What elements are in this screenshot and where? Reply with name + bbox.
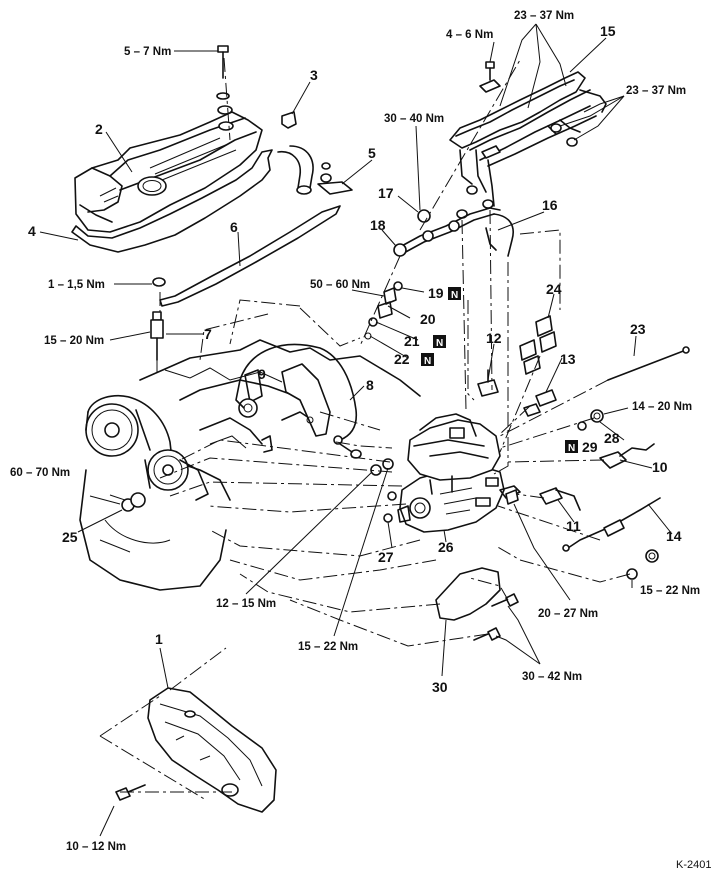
new-marker-29-text: N: [568, 443, 575, 454]
pump-mount-nuts: [339, 443, 394, 476]
accelerator-cable: [235, 343, 358, 445]
torque-23-37-top: 23 – 37 Nm: [514, 10, 574, 22]
new-marker-21-text: N: [436, 338, 443, 349]
cover-nut: [152, 277, 166, 287]
torque-10-12: 10 – 12 Nm: [66, 841, 126, 853]
label-part-20: 20: [420, 311, 436, 327]
new-marker-22: [421, 353, 434, 366]
label-part-16: 16: [542, 197, 558, 213]
torque-12-15: 12 – 15 Nm: [216, 598, 276, 610]
torque-60-70: 60 – 70 Nm: [10, 467, 70, 479]
gasket-strip: [159, 205, 341, 307]
accelerator-bracket: [281, 363, 331, 437]
callout-leaders: [39, 23, 673, 837]
label-part-17: 17: [378, 185, 394, 201]
breather-hose: [277, 145, 353, 195]
banjo-bolt: [505, 489, 519, 505]
label-part-28: 28: [604, 430, 620, 446]
label-part-10: 10: [652, 459, 668, 475]
label-part-1: 1: [155, 631, 163, 647]
cable-nuts: [626, 549, 659, 580]
label-part-8: 8: [366, 377, 374, 393]
torque-15-22-mid: 15 – 22 Nm: [298, 641, 358, 653]
label-part-15: 15: [600, 23, 616, 39]
assembly-guide-lines: [99, 57, 631, 801]
timing-belt-pulleys: [85, 394, 209, 501]
label-part-12: 12: [486, 330, 502, 346]
new-marker-19: [448, 287, 461, 300]
injection-pump: [387, 413, 521, 533]
pump-bracket: [435, 567, 501, 621]
torque-30-42: 30 – 42 Nm: [522, 671, 582, 683]
new-marker-22-text: N: [424, 356, 431, 367]
label-part-4: 4: [28, 223, 36, 239]
label-part-11: 11: [566, 518, 581, 534]
control-rod: [607, 349, 687, 381]
label-part-21: 21: [404, 333, 420, 349]
cap: [281, 111, 297, 129]
label-part-14: 14: [666, 528, 682, 544]
label-part-29: 29: [582, 439, 598, 455]
injector-assemblies: [364, 207, 514, 340]
torque-20-27: 20 – 27 Nm: [538, 608, 598, 620]
timing-belt-cover: [147, 687, 277, 813]
new-marker-19-text: N: [451, 290, 458, 301]
torque-14-20: 14 – 20 Nm: [632, 401, 692, 413]
hose-connector: [523, 389, 557, 417]
timing-cover-bolt: [115, 784, 146, 801]
label-part-25: 25: [62, 529, 78, 545]
label-part-23: 23: [630, 321, 646, 337]
torque-50-60: 50 – 60 Nm: [310, 279, 370, 291]
label-part-7: 7: [204, 326, 212, 342]
part-number-labels: 2 3 4 5 6 7 8 9 10 11 12 13 14 15 16 17 …: [28, 23, 682, 695]
fuel-connector: [477, 369, 499, 397]
label-part-6: 6: [230, 219, 238, 235]
label-part-9: 9: [258, 366, 266, 382]
torque-15-22-right: 15 – 22 Nm: [640, 585, 700, 597]
torque-1-15: 1 – 1,5 Nm: [48, 279, 105, 291]
cover-gasket: [71, 149, 273, 253]
torque-23-37-right: 23 – 37 Nm: [626, 85, 686, 97]
washer: [383, 513, 393, 523]
banjo-fittings: [519, 315, 557, 375]
throttle-cable: [562, 497, 661, 552]
new-marker-29: [565, 440, 578, 453]
injection-pipes: [449, 71, 607, 219]
pulley-nut: [121, 492, 146, 512]
pipe-clamp-bracket: [479, 61, 501, 159]
label-part-18: 18: [370, 217, 386, 233]
pump-bracket-bolts: [473, 593, 519, 641]
label-part-5: 5: [368, 145, 376, 161]
label-part-26: 26: [438, 539, 454, 555]
label-part-22: 22: [394, 351, 410, 367]
cover-bolt: [216, 45, 233, 115]
label-part-3: 3: [310, 67, 318, 83]
torque-labels: 5 – 7 Nm 4 – 6 Nm 23 – 37 Nm 23 – 37 Nm …: [10, 10, 700, 853]
glow-plug: [150, 311, 164, 372]
solenoid-parts: [577, 409, 655, 469]
label-part-30: 30: [432, 679, 448, 695]
label-part-2: 2: [95, 121, 103, 137]
label-part-24: 24: [546, 281, 562, 297]
label-part-13: 13: [560, 351, 576, 367]
torque-4-6: 4 – 6 Nm: [446, 29, 493, 41]
new-marker-21: [433, 335, 446, 348]
label-part-27: 27: [378, 549, 394, 565]
new-part-markers: N N N N: [421, 287, 578, 454]
torque-15-20: 15 – 20 Nm: [44, 335, 104, 347]
figure-reference-code: K-2401: [676, 859, 711, 871]
label-part-19: 19: [428, 285, 444, 301]
fuel-cut-solenoid-wire: [539, 487, 581, 511]
torque-30-40: 30 – 40 Nm: [384, 113, 444, 125]
torque-5-7: 5 – 7 Nm: [124, 46, 171, 58]
